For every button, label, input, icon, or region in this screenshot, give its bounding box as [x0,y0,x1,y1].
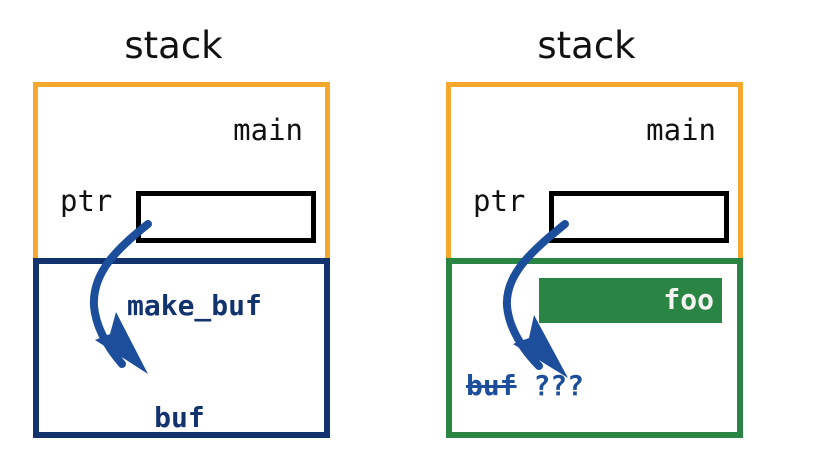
panel-before: stack main ptr make_buf buf [33,24,330,438]
buf-label-left: buf [53,370,205,466]
buf-label-right: buf ??? [466,370,584,402]
ptr-label-left: ptr [60,184,113,218]
main-frame-label-right: main [646,113,716,147]
ptr-label-right: ptr [473,184,526,218]
buf-text-left: buf [154,401,205,434]
foo-allocation-box: foo [539,278,722,323]
ptr-value-box-left [136,191,316,243]
buf-text-struck-right: buf [466,369,517,402]
buf-unknown-right: ??? [533,369,585,402]
make-buf-frame-left: make_buf buf [33,258,330,438]
main-frame-right: main ptr [446,82,743,260]
stack-title-right: stack [537,24,636,67]
foo-frame-right: foo buf ??? [446,258,743,438]
foo-label: foo [663,283,714,316]
main-frame-left: main ptr [33,82,330,260]
stack-title-left: stack [124,24,223,67]
make-buf-label: make_buf [127,289,262,322]
panel-after: stack main ptr foo buf ??? [413,0,826,472]
ptr-value-box-right [549,191,729,243]
main-frame-label-left: main [233,113,303,147]
